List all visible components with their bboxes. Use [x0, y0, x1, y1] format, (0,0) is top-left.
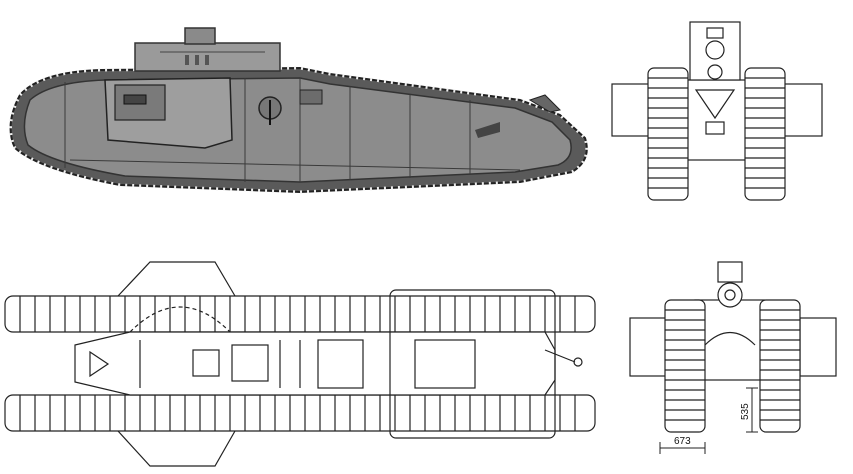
rear-right-sponson: [799, 317, 837, 377]
rear-left-sponson: [629, 317, 667, 377]
side-hatch: [299, 89, 323, 105]
front-right-track: [744, 67, 786, 201]
side-rear-hatch: [475, 122, 500, 138]
top-rear-frame: [389, 289, 556, 439]
dimension-height-label: 535: [740, 403, 751, 420]
dimension-width-label: 673: [674, 436, 691, 447]
top-lower-track: [4, 394, 596, 432]
top-upper-sponson: [117, 261, 236, 297]
side-rear-tail: [528, 94, 562, 113]
dimension-lines: [659, 387, 758, 454]
front-left-track: [647, 67, 689, 201]
front-left-sponson: [611, 83, 653, 137]
front-nose-plate: [694, 89, 736, 120]
rear-hull: [694, 299, 766, 381]
rear-view: [629, 261, 837, 454]
side-track-treads: [9, 66, 589, 194]
side-gun-barrel: [123, 94, 147, 105]
top-lower-sponson: [117, 430, 236, 467]
front-right-sponson: [781, 83, 823, 137]
rear-right-track: [759, 299, 801, 433]
top-front-nose: [89, 350, 110, 378]
top-hull: [74, 331, 556, 396]
side-cupola: [184, 27, 216, 45]
rear-cupola: [717, 261, 743, 283]
front-view: [611, 21, 823, 201]
side-view: [9, 27, 589, 194]
rear-left-track: [664, 299, 706, 433]
side-gun-mount: [114, 84, 166, 121]
top-internal-details: [139, 339, 583, 389]
top-view: [4, 261, 596, 467]
side-hull-panels: [64, 78, 521, 182]
side-roof-vents: [185, 55, 209, 65]
top-upper-track: [4, 295, 596, 333]
